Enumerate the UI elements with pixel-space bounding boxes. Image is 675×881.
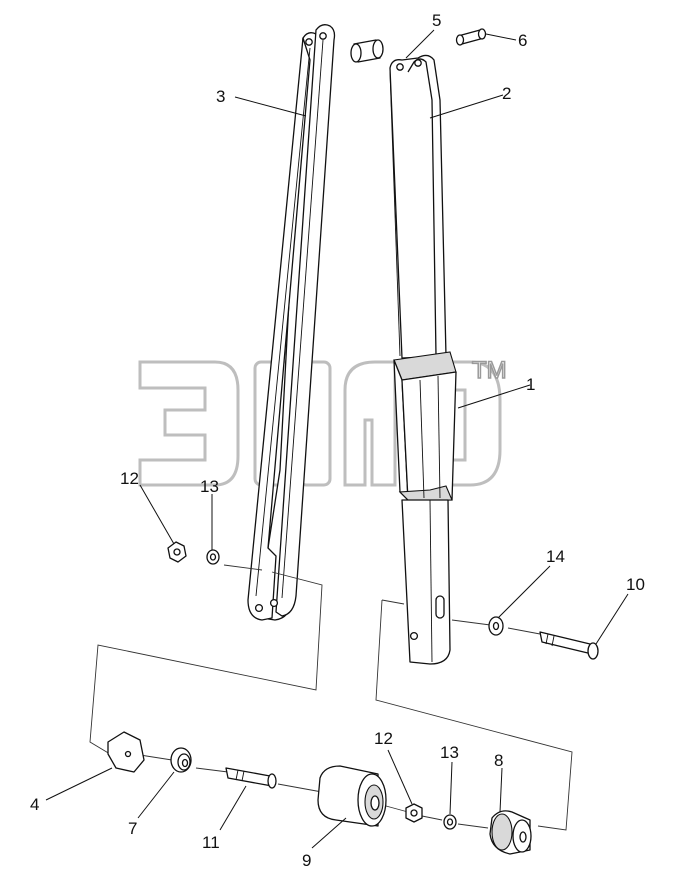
part-5-bushing [350, 39, 384, 63]
part-14-washer [488, 616, 504, 636]
callout-5: 5 [432, 11, 441, 30]
callout-labels: 1 2 3 4 5 6 7 8 9 10 11 12 13 12 13 14 [30, 11, 645, 870]
part-12-nut-lower [405, 803, 423, 823]
callout-12-lower: 12 [374, 729, 393, 748]
part-6-pin [455, 28, 487, 46]
callout-2: 2 [502, 84, 511, 103]
part-11-bolt [225, 767, 277, 789]
callout-10: 10 [626, 575, 645, 594]
part-13-washer-upper [206, 549, 220, 565]
callout-13-upper: 13 [200, 477, 219, 496]
part-3-link-arm [247, 24, 336, 621]
callout-11: 11 [202, 833, 220, 852]
part-9-roller [317, 765, 387, 827]
callout-9: 9 [302, 851, 311, 870]
part-7-spacer [170, 747, 192, 773]
trademark-mark: TM [472, 357, 507, 384]
part-2-channel-arm [389, 54, 447, 359]
part-13-washer-lower [443, 814, 457, 830]
lower-channel-arm [401, 499, 451, 665]
callout-4: 4 [30, 795, 39, 814]
part-8-pulley [489, 810, 532, 855]
callout-7: 7 [128, 819, 137, 838]
callout-1: 1 [526, 375, 535, 394]
part-12-nut-upper [167, 541, 187, 563]
callout-8: 8 [494, 751, 503, 770]
callout-12-upper: 12 [120, 469, 139, 488]
leader-lines [45, 29, 629, 849]
callout-14: 14 [546, 547, 565, 566]
part-4-plate [107, 731, 145, 773]
callout-3: 3 [216, 87, 225, 106]
part-1-sleeve [393, 351, 457, 501]
part-10-bolt [539, 631, 599, 660]
assembly-guides [89, 564, 573, 831]
callout-13-lower: 13 [440, 743, 459, 762]
callout-6: 6 [518, 31, 527, 50]
